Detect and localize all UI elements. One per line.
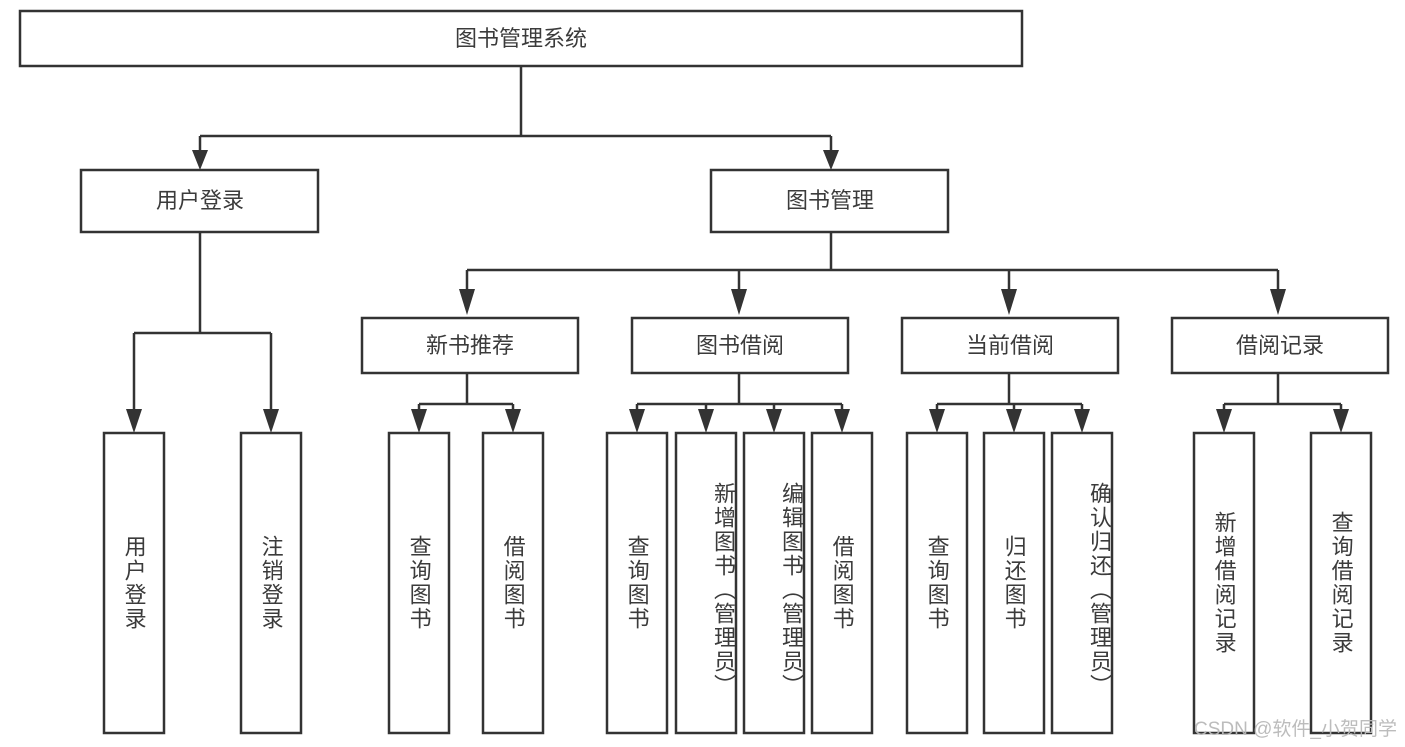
node-box-leaf-query-book-3[interactable] (905, 431, 969, 735)
node-box-leaf-edit-book[interactable] (742, 431, 806, 735)
arrow-bb-c1 (629, 409, 645, 433)
node-label-book-manage: 图书管理 (786, 188, 874, 213)
arrow-cb-c2 (1006, 409, 1022, 433)
arrow-bm-child2 (731, 289, 747, 315)
node-box-book-borrow[interactable] (630, 316, 850, 375)
node-label-user-login: 用户登录 (156, 188, 244, 213)
arrow-bb-c4 (834, 409, 850, 433)
node-box-leaf-query-book-2[interactable] (605, 431, 669, 735)
node-box-leaf-add-record[interactable] (1192, 431, 1256, 735)
node-box-leaf-query-book-1[interactable] (387, 431, 451, 735)
node-label-borrow-record: 借阅记录 (1236, 333, 1324, 358)
arrow-to-user-login (192, 150, 208, 170)
csdn-watermark: CSDN @软件_小贺同学 (1194, 719, 1397, 740)
connector-group (126, 66, 1349, 433)
node-box-leaf-borrow-book-1[interactable] (481, 431, 545, 735)
arrow-br-c1 (1216, 409, 1232, 433)
node-label-current-borrow: 当前借阅 (966, 333, 1054, 358)
node-box-leaf-return-book[interactable] (982, 431, 1046, 735)
node-box-borrow-record[interactable] (1170, 316, 1390, 375)
arrow-bm-child3 (1001, 289, 1017, 315)
node-box-current-borrow[interactable] (900, 316, 1120, 375)
node-box-user-login[interactable] (79, 168, 320, 234)
node-box-root[interactable] (18, 9, 1024, 68)
node-label-new-book-recommend: 新书推荐 (426, 333, 514, 358)
node-label-book-borrow: 图书借阅 (696, 333, 784, 358)
arrow-bb-c3 (766, 409, 782, 433)
node-box-leaf-borrow-book-2[interactable] (810, 431, 874, 735)
node-box-group: 图书管理系统 用户登录 图书管理 新书推荐 图书借阅 当前借阅 借阅记录 (18, 9, 1390, 735)
arrow-nbr-c2 (505, 409, 521, 433)
node-label-root: 图书管理系统 (455, 26, 587, 51)
arrow-br-c2 (1333, 409, 1349, 433)
arrow-cb-c1 (929, 409, 945, 433)
node-box-leaf-user-logout[interactable] (239, 431, 303, 735)
arrow-to-book-manage (823, 150, 839, 170)
node-box-leaf-query-record[interactable] (1309, 431, 1373, 735)
node-box-new-book-recommend[interactable] (360, 316, 580, 375)
node-box-leaf-user-login[interactable] (102, 431, 166, 735)
arrow-bb-c2 (698, 409, 714, 433)
arrow-bm-child1 (459, 289, 475, 315)
arrow-cb-c3 (1074, 409, 1090, 433)
arrow-ul-child1 (126, 409, 142, 433)
arrow-bm-child4 (1270, 289, 1286, 315)
node-box-leaf-add-book[interactable] (674, 431, 738, 735)
arrow-ul-child2 (263, 409, 279, 433)
node-box-leaf-confirm-return[interactable] (1050, 431, 1114, 735)
node-box-book-manage[interactable] (709, 168, 950, 234)
arrow-nbr-c1 (411, 409, 427, 433)
